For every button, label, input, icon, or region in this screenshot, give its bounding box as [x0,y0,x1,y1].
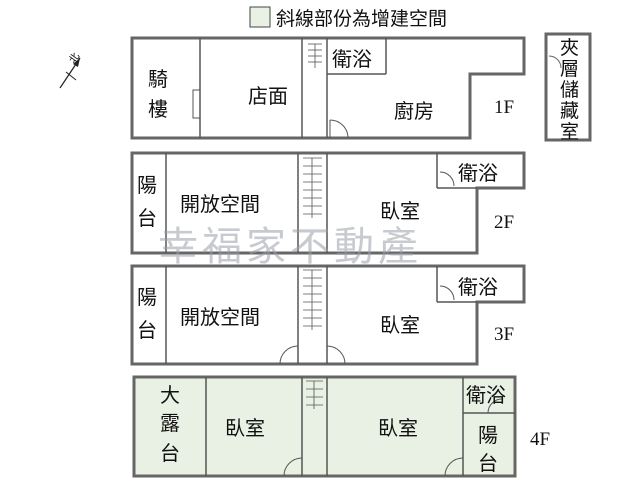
room-balcony-4f-b: 台 [478,451,498,475]
floor-label-1f: 1F [494,97,514,118]
stair-3f [303,269,322,330]
floor-label-4f: 4F [530,429,550,450]
room-arcade-1: 騎 [148,67,168,91]
stair-2f [303,157,322,218]
room-open-space-2f: 開放空間 [180,192,260,216]
room-bath-3f: 衛浴 [458,275,498,299]
room-bath-1f: 衛浴 [332,47,372,71]
stair-1f [308,43,322,68]
room-bedroom-3f: 臥室 [380,313,420,337]
room-open-space-3f: 開放空間 [180,305,260,329]
stair-4f [306,380,323,409]
mezzanine-label: 夾層儲藏室 [560,37,579,143]
floor-label-2f: 2F [494,212,514,233]
room-bedroom-2f: 臥室 [380,199,420,223]
room-terrace-a: 大 [160,383,180,407]
room-kitchen: 廚房 [394,99,434,123]
north-arrow-icon: 北 [59,51,83,89]
floor-4f [132,375,517,478]
room-shop: 店面 [248,84,288,108]
room-bath-4f: 衛浴 [466,383,506,407]
room-balcony-3f-a: 陽 [137,285,157,309]
watermark: 幸福家不動產 [158,224,422,270]
room-terrace-b: 露 [160,411,180,435]
room-bedroom-4f-right: 臥室 [378,416,418,440]
legend: 斜線部份為增建空間 [249,6,447,30]
room-balcony-3f-b: 台 [137,318,157,342]
room-balcony-4f-a: 陽 [478,423,498,447]
room-bath-2f: 衛浴 [458,161,498,185]
floor-label-3f: 3F [494,324,514,345]
floor-2f [130,151,526,255]
mezzanine-storage [544,32,592,142]
compass-label: 北 [67,51,83,66]
room-terrace-c: 台 [160,441,180,465]
floor-1f [130,36,526,140]
room-bedroom-4f-left: 臥室 [225,416,265,440]
room-balcony-2f-a: 陽 [137,173,157,197]
room-balcony-2f-b: 台 [137,206,157,230]
floor-3f [130,264,526,366]
legend-swatch [249,6,271,28]
room-arcade-2: 樓 [148,97,168,121]
legend-text: 斜線部份為增建空間 [276,8,447,30]
